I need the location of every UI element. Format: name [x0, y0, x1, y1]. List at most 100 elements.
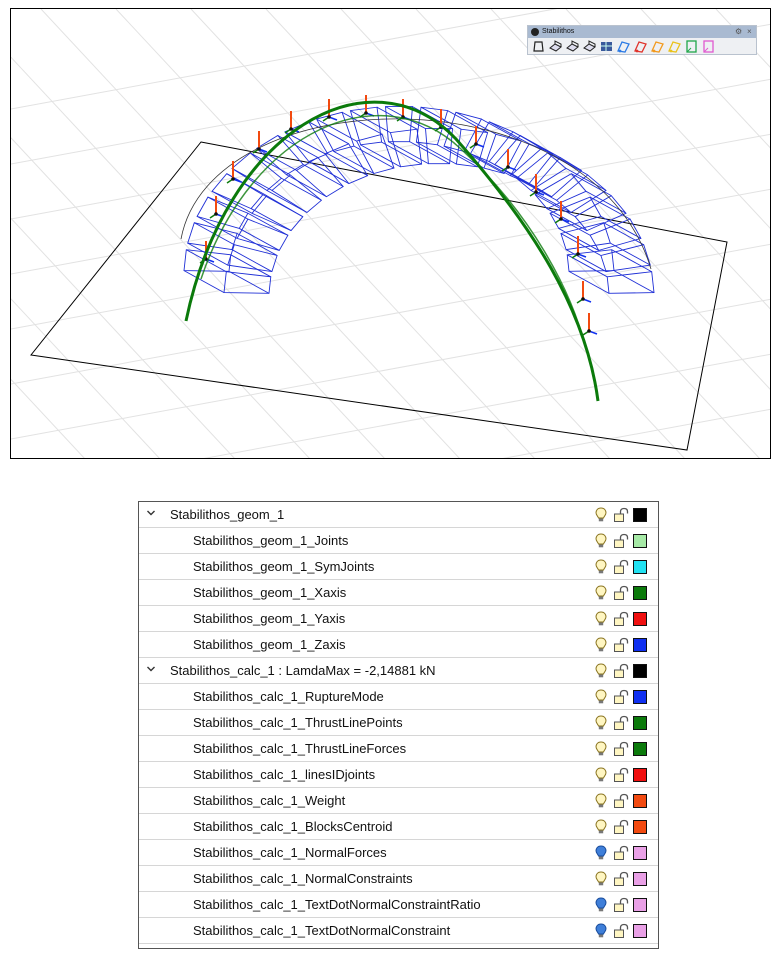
toolbar-titlebar[interactable]: Stabilithos ⚙ ×: [528, 26, 756, 38]
unlocked-padlock-icon[interactable]: [613, 767, 629, 783]
grid-line: [11, 298, 160, 458]
unlocked-padlock-icon[interactable]: [613, 741, 629, 757]
cube-calc-icon[interactable]: [582, 39, 597, 54]
layer-row[interactable]: Stabilithos_geom_1_Xaxis: [139, 580, 658, 606]
chevron-down-icon[interactable]: [146, 664, 156, 674]
layer-color-swatch[interactable]: [633, 612, 647, 626]
unlocked-padlock-icon[interactable]: [613, 533, 629, 549]
layer-color-swatch[interactable]: [633, 872, 647, 886]
unlocked-padlock-icon[interactable]: [613, 689, 629, 705]
block-marker: [582, 313, 598, 336]
arch-block: [566, 249, 655, 294]
layer-row[interactable]: Stabilithos_calc_1_RuptureMode: [139, 684, 658, 710]
rhino-3d-viewport[interactable]: Stabilithos ⚙ ×: [10, 8, 771, 459]
block-marker: [554, 201, 570, 224]
unlocked-padlock-icon[interactable]: [613, 611, 629, 627]
unlocked-padlock-icon[interactable]: [613, 507, 629, 523]
lightbulb-on-icon[interactable]: [595, 507, 607, 523]
layer-row[interactable]: Stabilithos_calc_1_ThrustLineForces: [139, 736, 658, 762]
cube-load-icon[interactable]: [548, 39, 563, 54]
layer-color-swatch[interactable]: [633, 846, 647, 860]
panel-green-icon[interactable]: [684, 39, 699, 54]
chevron-down-icon[interactable]: [146, 508, 156, 518]
unlocked-padlock-icon[interactable]: [613, 715, 629, 731]
lightbulb-on-icon[interactable]: [595, 559, 607, 575]
layer-name: Stabilithos_calc_1_NormalConstraints: [193, 871, 413, 886]
close-icon[interactable]: ×: [747, 27, 752, 36]
unlocked-padlock-icon[interactable]: [613, 819, 629, 835]
lightbulb-on-icon[interactable]: [595, 637, 607, 653]
lightbulb-on-icon[interactable]: [595, 611, 607, 627]
unlocked-padlock-icon[interactable]: [613, 637, 629, 653]
layer-row[interactable]: Stabilithos_calc_1_TextDotNormalConstrai…: [139, 918, 658, 944]
construction-grid: [11, 9, 770, 458]
cube-add-icon[interactable]: [565, 39, 580, 54]
layer-row[interactable]: Stabilithos_calc_1_BlocksCentroid: [139, 814, 658, 840]
layer-color-swatch[interactable]: [633, 716, 647, 730]
unlocked-padlock-icon[interactable]: [613, 663, 629, 679]
thrust-blue-icon[interactable]: [616, 39, 631, 54]
layer-row[interactable]: Stabilithos_calc_1_ThrustLinePoints: [139, 710, 658, 736]
layer-color-swatch[interactable]: [633, 742, 647, 756]
layer-row[interactable]: Stabilithos_calc_1_NormalForces: [139, 840, 658, 866]
toolbar-title: Stabilithos: [542, 28, 575, 35]
unlocked-padlock-icon[interactable]: [613, 923, 629, 939]
grid-line: [11, 298, 770, 440]
unlocked-padlock-icon[interactable]: [613, 793, 629, 809]
thrust-yellow-icon[interactable]: [667, 39, 682, 54]
lightbulb-on-icon[interactable]: [595, 767, 607, 783]
layer-color-swatch[interactable]: [633, 638, 647, 652]
lightbulb-on-icon[interactable]: [595, 819, 607, 835]
gear-icon[interactable]: ⚙: [735, 27, 743, 36]
lightbulb-on-icon[interactable]: [595, 793, 607, 809]
layer-name: Stabilithos_calc_1_TextDotNormalConstrai…: [193, 923, 451, 938]
arch-model-scene[interactable]: [11, 9, 771, 459]
layer-row[interactable]: Stabilithos_calc_1_NormalConstraints: [139, 866, 658, 892]
layer-row[interactable]: Stabilithos_geom_1_SymJoints: [139, 554, 658, 580]
layer-row[interactable]: Stabilithos_calc_1_TextDotNormalConstrai…: [139, 892, 658, 918]
layer-color-swatch[interactable]: [633, 820, 647, 834]
layer-color-swatch[interactable]: [633, 924, 647, 938]
unlocked-padlock-icon[interactable]: [613, 897, 629, 913]
thrust-orange-icon[interactable]: [650, 39, 665, 54]
layer-color-swatch[interactable]: [633, 560, 647, 574]
lightbulb-on-icon[interactable]: [595, 871, 607, 887]
unlocked-padlock-icon[interactable]: [613, 585, 629, 601]
lightbulb-off-icon[interactable]: [595, 897, 607, 913]
lightbulb-on-icon[interactable]: [595, 715, 607, 731]
layer-row[interactable]: Stabilithos_geom_1_Zaxis: [139, 632, 658, 658]
grid-line: [11, 9, 558, 110]
lightbulb-on-icon[interactable]: [595, 689, 607, 705]
grid-line: [11, 378, 85, 458]
network-icon[interactable]: [599, 39, 614, 54]
layer-row[interactable]: Stabilithos_calc_1_linesIDjoints: [139, 762, 658, 788]
lightbulb-off-icon[interactable]: [595, 845, 607, 861]
layer-color-swatch[interactable]: [633, 508, 647, 522]
layer-color-swatch[interactable]: [633, 586, 647, 600]
block-icon[interactable]: [531, 39, 546, 54]
lightbulb-on-icon[interactable]: [595, 741, 607, 757]
thrust-red-icon[interactable]: [633, 39, 648, 54]
lightbulb-on-icon[interactable]: [595, 663, 607, 679]
lightbulb-on-icon[interactable]: [595, 533, 607, 549]
lightbulb-off-icon[interactable]: [595, 923, 607, 939]
layer-color-swatch[interactable]: [633, 690, 647, 704]
panel-magenta-icon[interactable]: [701, 39, 716, 54]
grid-line: [265, 9, 685, 458]
layer-row[interactable]: Stabilithos_geom_1_Joints: [139, 528, 658, 554]
lightbulb-on-icon[interactable]: [595, 585, 607, 601]
layer-color-swatch[interactable]: [633, 534, 647, 548]
layer-color-swatch[interactable]: [633, 768, 647, 782]
layer-row[interactable]: Stabilithos_geom_1_Yaxis: [139, 606, 658, 632]
layer-group-row[interactable]: Stabilithos_geom_1: [139, 502, 658, 528]
unlocked-padlock-icon[interactable]: [613, 871, 629, 887]
block-marker: [226, 161, 242, 184]
layer-color-swatch[interactable]: [633, 794, 647, 808]
unlocked-padlock-icon[interactable]: [613, 559, 629, 575]
layer-group-row[interactable]: Stabilithos_calc_1 : LamdaMax = -2,14881…: [139, 658, 658, 684]
unlocked-padlock-icon[interactable]: [613, 845, 629, 861]
layer-row[interactable]: Stabilithos_calc_1_Weight: [139, 788, 658, 814]
layer-color-swatch[interactable]: [633, 664, 647, 678]
layer-color-swatch[interactable]: [633, 898, 647, 912]
arch-block: [315, 111, 395, 175]
